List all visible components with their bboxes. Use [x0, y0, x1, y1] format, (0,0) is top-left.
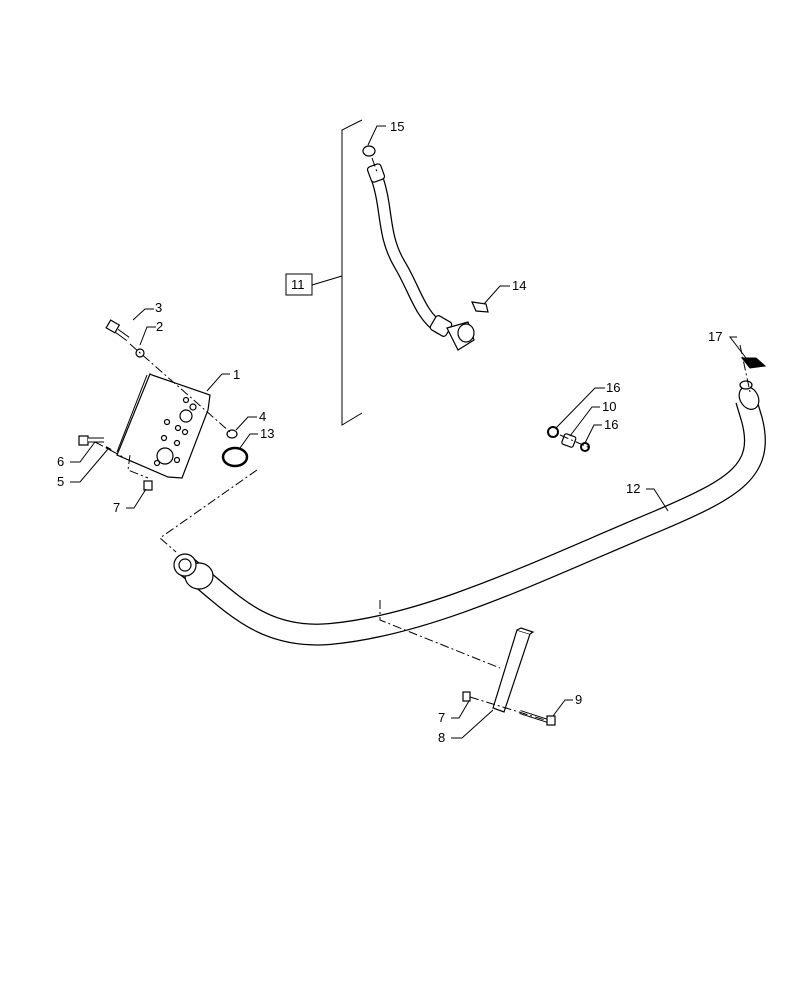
clip-14: [471, 301, 489, 313]
assembly-centerlines: [94, 157, 751, 721]
callout-13: 13: [260, 426, 274, 441]
assembly-bracket-11: [285, 119, 363, 426]
bolt-3: [105, 319, 130, 342]
callout-6: 6: [57, 454, 64, 469]
fitting-10: [561, 433, 577, 448]
callout-7-lower: 7: [438, 710, 445, 725]
callout-labels: 1 2 3 4 5 6 7 7 8 9 10 11 12 13 14 15 16…: [57, 119, 722, 745]
washer-5: [105, 446, 112, 451]
oring-15: [362, 145, 376, 157]
oring-16-left: [547, 426, 559, 438]
callout-12: 12: [626, 481, 640, 496]
mounting-bracket-8: [492, 627, 535, 713]
callout-5: 5: [57, 474, 64, 489]
callout-3: 3: [155, 300, 162, 315]
clip-17: [740, 357, 767, 369]
callout-9: 9: [575, 692, 582, 707]
main-hose-12: [173, 380, 766, 646]
callout-15: 15: [390, 119, 404, 134]
callout-10: 10: [602, 399, 616, 414]
callout-7-upper: 7: [113, 500, 120, 515]
callout-14: 14: [512, 278, 526, 293]
nut-7-lower: [462, 691, 471, 702]
callout-2: 2: [156, 319, 163, 334]
callout-4: 4: [259, 409, 266, 424]
nut-7-upper: [143, 480, 153, 491]
oring-13: [221, 446, 249, 468]
bolt-6: [78, 435, 104, 446]
callout-17: 17: [708, 329, 722, 344]
callout-8: 8: [438, 730, 445, 745]
leader-lines: [70, 125, 747, 739]
callout-16-lower: 16: [604, 417, 618, 432]
valve-plate-1: [116, 373, 211, 479]
callout-1: 1: [233, 367, 240, 382]
callout-16-upper: 16: [606, 380, 620, 395]
upper-hose: [366, 163, 475, 351]
callout-11: 11: [291, 277, 305, 292]
